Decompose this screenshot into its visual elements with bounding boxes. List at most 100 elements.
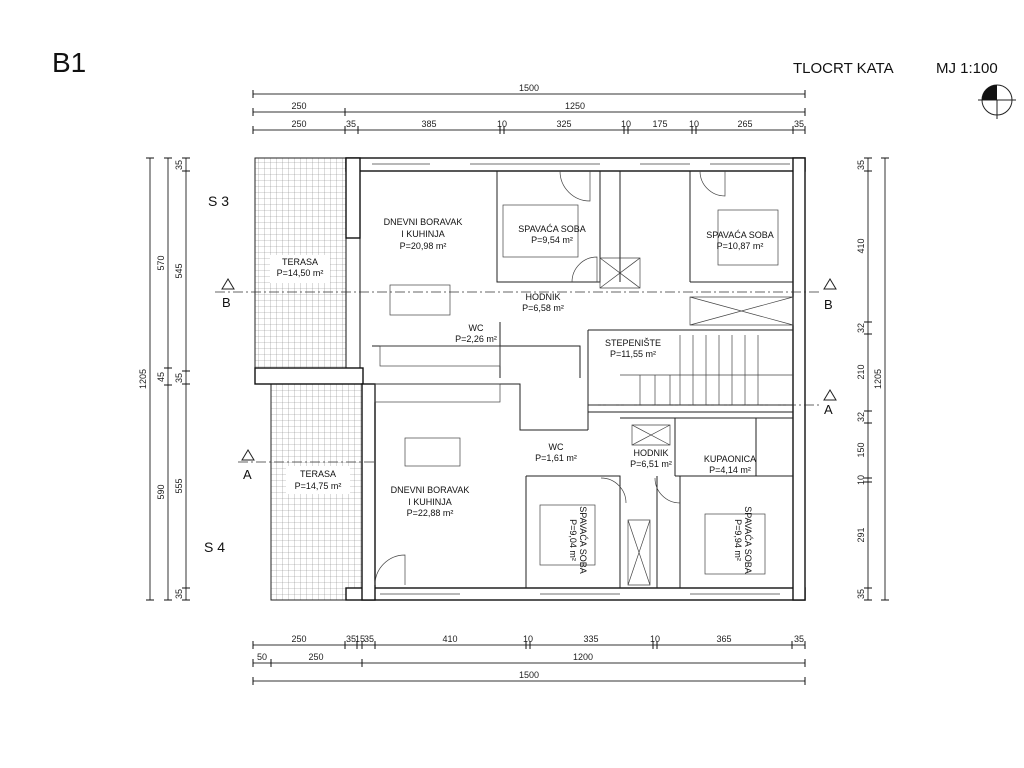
wardrobe-icon — [627, 519, 651, 586]
unit-label-s4: S 4 — [204, 539, 225, 555]
dims_left-row2-0: 570 — [156, 255, 166, 270]
dims_right-row1-8: 35 — [856, 589, 866, 599]
rooms-soba4-area: P=9,94 m² — [733, 519, 743, 561]
bed-icon — [502, 204, 579, 258]
dims_bottom-row1-0: 250 — [291, 634, 306, 644]
rooms-soba2-area: P=10,87 m² — [717, 241, 764, 251]
terrace-bottom — [270, 383, 363, 601]
room-boravak-top: DNEVNI BORAVAK I KUHINJA P=20,98 m² — [384, 217, 463, 251]
section-marker-icon — [823, 278, 837, 290]
terrace-divider-wall — [254, 367, 364, 385]
rooms-hodnik_top-area: P=6,58 m² — [522, 303, 564, 313]
rooms-boravak_bottom-area: P=22,88 m² — [407, 508, 454, 518]
rooms-terasa_top-name: TERASA — [282, 257, 318, 267]
walls — [345, 157, 806, 601]
dims_top-row3-1: 35 — [346, 119, 356, 129]
rooms-wc_top-area: P=2,26 m² — [455, 334, 497, 344]
dims_left-row3-3: 555 — [174, 478, 184, 493]
dims_right-row1-4: 32 — [856, 412, 866, 422]
unit-label-s3: S 3 — [208, 193, 229, 209]
dims_top-row3-8: 265 — [737, 119, 752, 129]
rooms-terasa_bottom-area: P=14,75 m² — [295, 481, 342, 491]
dims_bottom-row1-6: 335 — [583, 634, 598, 644]
dims_bottom-row2-0: 50 — [257, 652, 267, 662]
dims_right-row1-7: 291 — [856, 527, 866, 542]
section-label-a-right: A — [824, 402, 833, 417]
rooms-soba3-area: P=9,04 m² — [568, 519, 578, 561]
terrace-top — [254, 157, 347, 371]
dims_bottom-row1-8: 365 — [716, 634, 731, 644]
dims_top-row3-9: 35 — [794, 119, 804, 129]
rooms-wc_bottom-name: WC — [549, 442, 564, 452]
rooms-stepeniste-area: P=11,55 m² — [610, 349, 656, 359]
dims_right-row1-2: 32 — [856, 323, 866, 333]
dims_bottom-row2-1: 250 — [308, 652, 323, 662]
rooms-stepeniste-name: STEPENIŠTE — [605, 338, 661, 348]
rooms-wc_bottom-area: P=1,61 m² — [535, 453, 577, 463]
dims_top-row3-5: 10 — [621, 119, 631, 129]
rooms-soba3-name: SPAVAĆA SOBA — [578, 506, 588, 574]
dims_right-row1-1: 410 — [856, 238, 866, 253]
dims_top-row2-0: 250 — [291, 101, 306, 111]
dims_left-total: 1205 — [138, 369, 148, 389]
dims_top-row3-2: 385 — [421, 119, 436, 129]
rooms-boravak_bottom-name1: DNEVNI BORAVAK — [391, 485, 470, 495]
rooms-boravak_top-area: P=20,98 m² — [400, 241, 447, 251]
rooms-hodnik_bottom-name: HODNIK — [633, 448, 668, 458]
section-lines: B B A A — [215, 278, 837, 482]
door-icon — [699, 170, 726, 197]
bed-icon — [717, 209, 779, 266]
dims_top-total: 1500 — [519, 83, 539, 93]
dims_bottom-row2-2: 1200 — [573, 652, 593, 662]
rooms-soba1-name: SPAVAĆA SOBA — [518, 224, 586, 234]
dimensions-bottom: 250 35 15 35 410 10 335 10 365 35 50 250… — [252, 634, 806, 685]
dims_top-row2-1: 1250 — [565, 101, 585, 111]
rooms-boravak_top-name1: DNEVNI BORAVAK — [384, 217, 463, 227]
door-icon — [559, 170, 591, 202]
bed-icon — [704, 513, 766, 575]
rooms-boravak_top-name2: I KUHINJA — [401, 229, 445, 239]
room-terasa-bottom: TERASA P=14,75 m² — [295, 469, 342, 491]
wardrobe-icon — [599, 257, 641, 289]
door-icon — [654, 477, 681, 504]
dims_left-row3-1: 545 — [174, 263, 184, 278]
rooms-boravak_bottom-name2: I KUHINJA — [408, 497, 452, 507]
dims_left-row3-2: 35 — [174, 373, 184, 383]
section-marker-icon — [823, 389, 837, 401]
wardrobe-icon — [689, 296, 794, 326]
dims_left-row2-1: 45 — [156, 372, 166, 382]
dims_left-row3-4: 35 — [174, 589, 184, 599]
dims_right-row1-5: 150 — [856, 442, 866, 457]
rooms-soba2-name: SPAVAĆA SOBA — [706, 230, 774, 240]
dimensions-top: 1500 250 1250 250 35 385 10 325 10 175 1… — [252, 83, 806, 134]
rooms-terasa_bottom-name: TERASA — [300, 469, 336, 479]
dims_top-row3-4: 325 — [556, 119, 571, 129]
dims_right-row1-6: 10 — [856, 475, 866, 485]
section-marker-icon — [241, 449, 255, 461]
north-arrow-icon — [978, 84, 1016, 119]
dims_top-row3-3: 10 — [497, 119, 507, 129]
kitchen-counter — [374, 383, 501, 403]
stairs-icon — [620, 335, 793, 405]
dims_top-row3-0: 250 — [291, 119, 306, 129]
dims_left-row3-0: 35 — [174, 160, 184, 170]
dims_left-row2-2: 590 — [156, 484, 166, 499]
room-wc-bottom: WCP=1,61 m² — [535, 442, 577, 463]
section-label-b-right: B — [824, 297, 833, 312]
dims_top-row3-6: 175 — [652, 119, 667, 129]
dims_right-row1-0: 35 — [856, 160, 866, 170]
dims_bottom-row1-2: 15 — [355, 634, 365, 644]
dims_bottom-row1-7: 10 — [650, 634, 660, 644]
door-icon — [600, 477, 627, 504]
room-wc-top: WCP=2,26 m² — [455, 323, 497, 344]
